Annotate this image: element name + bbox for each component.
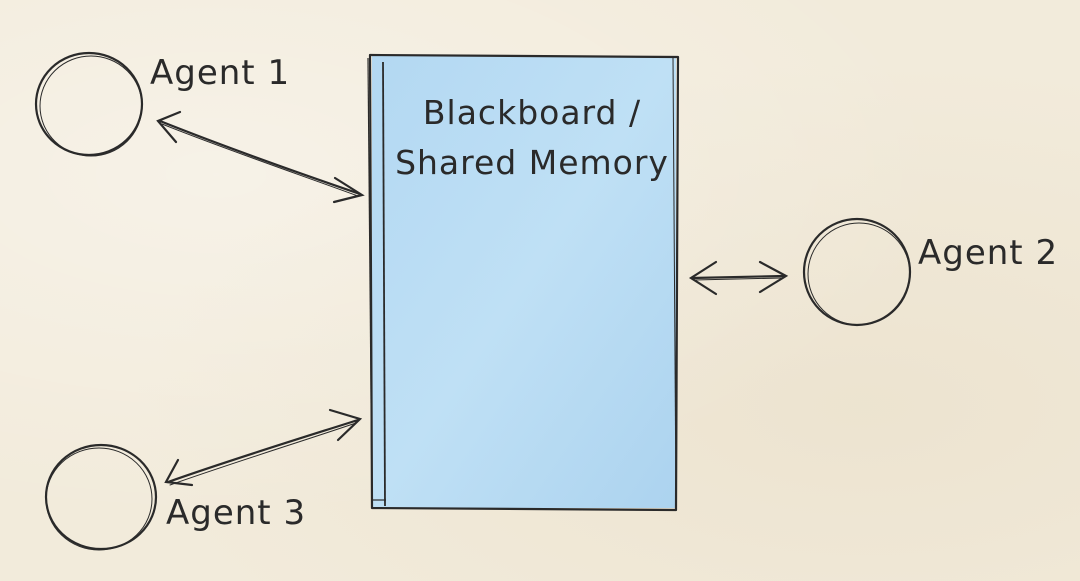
agent-1-node <box>34 51 144 157</box>
board-margin-line <box>382 61 386 507</box>
agent-2-label: Agent 2 <box>918 233 1059 273</box>
agent-3-node <box>44 443 158 551</box>
board-title: Blackboard / Shared Memory <box>382 88 682 188</box>
arrow-agent-2-board <box>688 260 789 296</box>
agent-2-node <box>802 217 912 327</box>
arrow-agent-3-board <box>164 408 363 487</box>
agent-3-label: Agent 3 <box>166 493 307 533</box>
board-title-line-1: Blackboard / <box>422 93 642 132</box>
arrow-agent-1-board <box>156 110 365 204</box>
shared-memory-board <box>367 53 680 512</box>
board-title-line-2: Shared Memory <box>395 143 669 182</box>
agent-1-label: Agent 1 <box>150 53 291 93</box>
